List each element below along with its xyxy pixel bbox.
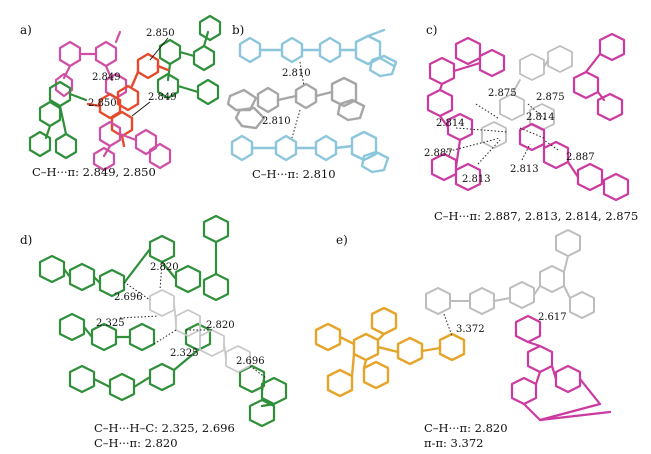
panel-a-pink-molecule-bottom [92,120,172,172]
panel-b-contact [291,109,301,139]
panel-e-caption-line-2: π-π: 3.372 [424,436,483,450]
distance-label: 2.850 [146,28,175,39]
panel-c-contacts [445,103,559,165]
panel-b-cyan-molecule-top [238,28,398,78]
panel-d-contact [159,261,163,291]
panel-a: a) [20,14,222,179]
distance-label: 2.820 [150,262,179,273]
panel-a-arrow [149,37,169,61]
panel-e-label: e) [336,233,348,247]
panel-d-label: d) [20,233,32,247]
distance-label: 2.875 [536,92,565,103]
panel-e-orange-molecule [314,306,466,398]
panel-d: d) [20,214,288,450]
panel-b: b) [226,23,398,181]
distance-label: 2.887 [424,148,453,159]
panel-c-label: c) [426,23,437,37]
panel-a-arrow [131,101,151,117]
panel-b-cyan-molecule-bottom [230,130,390,174]
panel-a-green-molecule-left [28,80,88,160]
panel-d-grey-molecule-center [149,289,251,373]
distance-label: 2.810 [282,68,311,79]
distance-label: 2.617 [538,312,567,323]
panel-d-green-molecules [38,214,288,428]
panel-d-contact [119,315,159,319]
panel-a-red-molecule-center [86,52,170,148]
panel-a-label: a) [20,23,32,37]
panel-b-contact [299,61,305,87]
panel-c-contact [455,127,509,133]
panel-b-caption: C–H···π: 2.810 [252,167,336,181]
distance-label: 2.696 [236,356,265,367]
distance-label: 2.820 [206,320,235,331]
distance-label: 2.696 [114,292,143,303]
panel-e-grey-molecule [425,229,595,319]
distance-label: 2.814 [436,118,465,129]
distance-label: 3.372 [456,324,485,335]
panel-c-contact [527,103,547,121]
distance-label: 2.814 [526,112,555,123]
distance-label: 2.810 [262,116,291,127]
panel-c-contact [543,139,559,151]
panel-b-label: b) [232,23,244,37]
panel-e-contact [443,313,453,337]
panel-e: e) [314,229,612,450]
panel-c-contact [445,137,501,153]
panel-a-caption: C–H···π: 2.849, 2.850 [32,165,156,179]
distance-label: 2.325 [170,348,199,359]
distance-label: 2.849 [92,72,121,83]
distance-label: 2.849 [148,92,177,103]
panel-c-magenta-molecules [426,32,630,202]
distance-label: 2.325 [96,318,125,329]
panel-c-contact [477,139,501,165]
distance-label: 2.887 [566,152,595,163]
panel-c-contact [519,127,545,139]
panel-c-contact [521,143,531,161]
panel-a-pink-molecule-top [54,30,128,100]
panel-c-contact [475,103,499,119]
panel-c-grey-molecules [481,45,573,149]
panel-d-contact [153,329,177,345]
distance-label: 2.813 [510,164,539,175]
distance-label: 2.850 [88,98,117,109]
panel-d-caption-line-1: C–H···H–C: 2.325, 2.696 [94,421,235,435]
panel-d-caption-line-2: C–H···π: 2.820 [94,436,178,450]
panel-e-magenta-molecule [510,314,612,422]
panel-d-contacts [119,261,267,379]
panel-b-grey-molecule-middle [226,76,366,130]
panel-a-green-molecule-right [156,14,222,106]
distance-label: 2.813 [462,174,491,185]
panel-c-caption: C–H···π: 2.887, 2.813, 2.814, 2.875 [434,209,638,223]
panel-e-caption-line-1: C–H···π: 2.820 [424,421,508,435]
distance-label: 2.875 [488,88,517,99]
panel-c: c) [424,23,638,223]
